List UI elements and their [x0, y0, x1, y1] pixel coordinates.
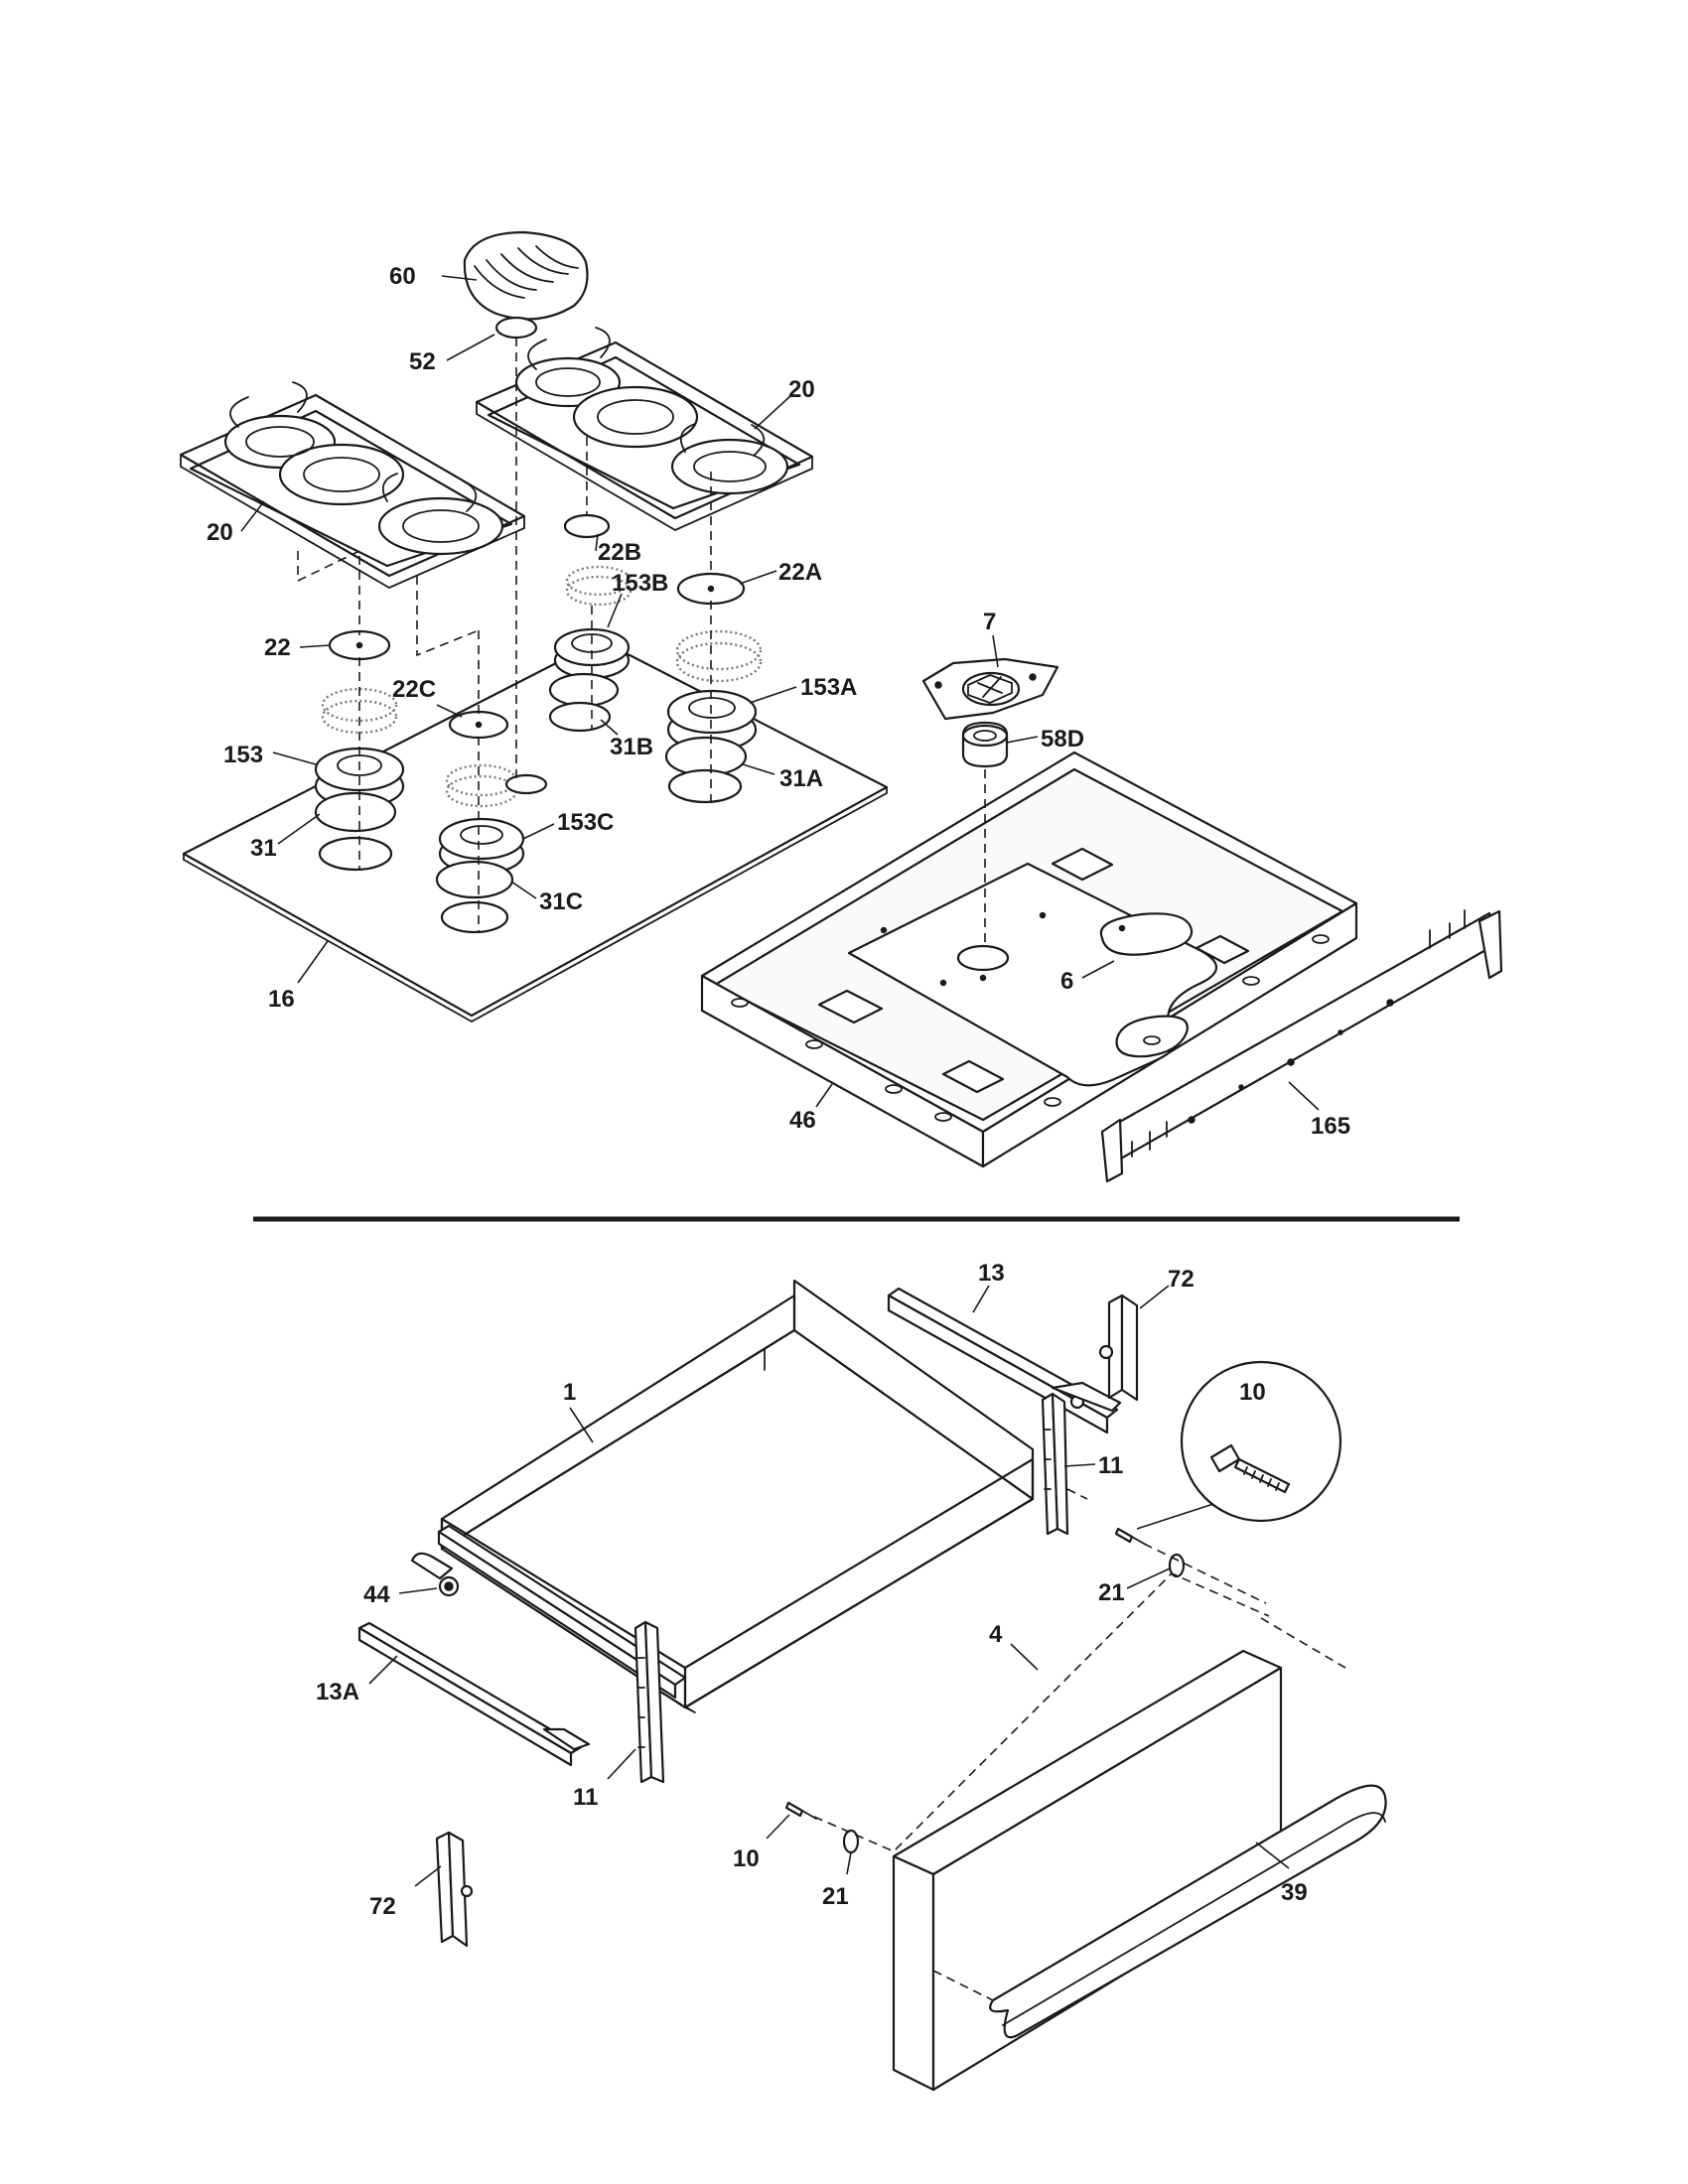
label-165: 165 — [1311, 1113, 1350, 1140]
drawer-handle — [989, 1784, 1387, 2039]
flame-spreader-7 — [921, 657, 1059, 721]
label-52: 52 — [409, 348, 436, 375]
label-31B: 31B — [610, 734, 653, 760]
label-22C: 22C — [392, 676, 436, 703]
label-153C: 153C — [557, 809, 614, 836]
drawer-assembly — [357, 1279, 1387, 2092]
label-72-bottom: 72 — [369, 1893, 396, 1920]
bracket-11-left — [633, 1620, 665, 1784]
left-grate — [179, 381, 526, 590]
cap-52 — [494, 316, 538, 340]
label-10-detail: 10 — [1239, 1379, 1266, 1406]
label-1: 1 — [563, 1379, 576, 1406]
label-7: 7 — [983, 609, 996, 635]
burner-153 — [314, 747, 405, 872]
washer-21-right — [1168, 1553, 1186, 1578]
screw-10-right — [1114, 1527, 1147, 1546]
label-21-right: 21 — [1098, 1579, 1125, 1606]
label-11-right: 11 — [1098, 1452, 1123, 1479]
wok-support — [463, 230, 589, 321]
part-labels: 60 52 20 20 22B 22A 153B 22 22C 153A 31B… — [207, 263, 1350, 1920]
right-grate — [475, 327, 814, 532]
label-22B: 22B — [598, 539, 641, 566]
label-22: 22 — [264, 634, 291, 661]
cap-22B — [563, 513, 611, 539]
label-39: 39 — [1281, 1879, 1308, 1906]
bracket-72-bottom — [435, 1831, 474, 1948]
screw-detail-callout — [1136, 1360, 1342, 1530]
label-60: 60 — [389, 263, 416, 290]
label-11-left: 11 — [573, 1784, 598, 1811]
bracket-11-right — [1041, 1392, 1069, 1536]
label-153A: 153A — [800, 674, 857, 701]
bushing-58D — [961, 721, 1009, 768]
label-22A: 22A — [778, 559, 822, 586]
label-153B: 153B — [612, 570, 668, 597]
side-rail-165 — [1100, 909, 1503, 1183]
drawer-slide-13A — [357, 1621, 591, 1767]
bracket-72-top — [1098, 1294, 1139, 1402]
label-20-right: 20 — [788, 376, 815, 403]
left-rail — [410, 1524, 687, 1700]
label-10: 10 — [733, 1845, 760, 1872]
label-13: 13 — [978, 1260, 1005, 1287]
washer-21 — [842, 1829, 860, 1854]
label-4: 4 — [989, 1621, 1003, 1648]
burner-153B — [548, 627, 631, 733]
label-58D: 58D — [1041, 726, 1084, 752]
label-20-left: 20 — [207, 519, 233, 546]
label-21: 21 — [822, 1883, 849, 1910]
burner-153C — [435, 817, 525, 934]
label-31C: 31C — [539, 888, 583, 915]
label-31A: 31A — [779, 765, 823, 792]
label-6: 6 — [1060, 968, 1073, 995]
label-72-top: 72 — [1168, 1266, 1195, 1293]
screw-10 — [784, 1801, 817, 1820]
label-16: 16 — [268, 986, 295, 1013]
label-46: 46 — [789, 1107, 816, 1134]
label-31: 31 — [250, 835, 277, 862]
label-13A: 13A — [316, 1679, 359, 1706]
label-153: 153 — [223, 742, 263, 768]
cooktop-assembly — [179, 230, 889, 1024]
leader-lines — [240, 275, 1320, 1887]
cooktop-box — [700, 751, 1358, 1168]
label-44: 44 — [363, 1581, 390, 1608]
burner-153A — [664, 689, 758, 804]
